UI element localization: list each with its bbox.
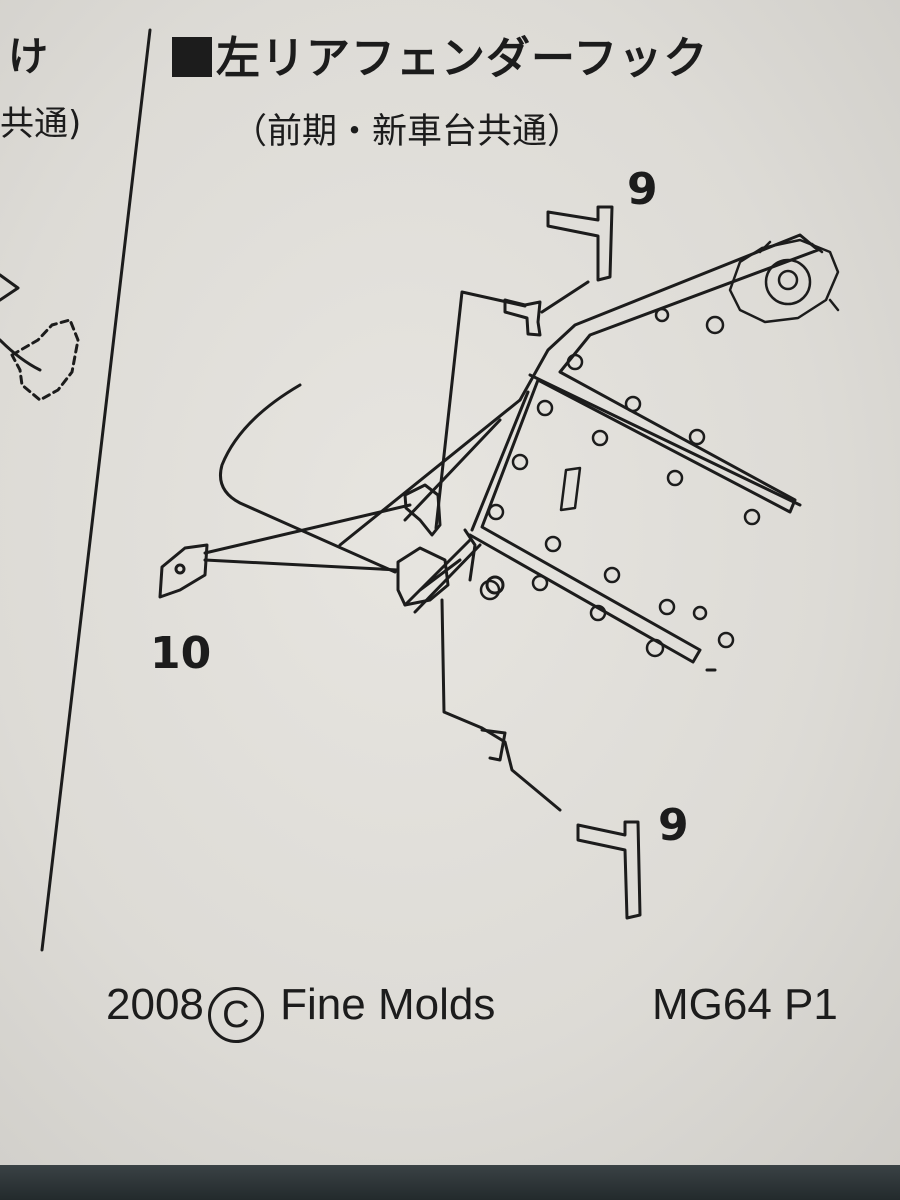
- section-title: 左リアフェンダーフック: [172, 22, 708, 86]
- brand-name: Fine Molds: [280, 980, 496, 1029]
- previous-section-title: け: [8, 34, 48, 80]
- part-number-9-bottom: 9: [658, 800, 689, 851]
- fender-panel-outline: [468, 233, 820, 664]
- section-title-text: 左リアフェンダーフック: [216, 33, 709, 84]
- top-hook-mount: [503, 298, 542, 337]
- instruction-sheet: け 共通) 左リアフェンダーフック （前期・新車台共通）: [0, 0, 900, 1165]
- copyright-year: 2008: [106, 980, 204, 1029]
- top-hook-part: [546, 205, 614, 282]
- part-number-10: 10: [150, 628, 212, 679]
- bottom-hook-part: [576, 820, 642, 920]
- bracket-plate-part: [158, 543, 209, 599]
- section-subtitle: （前期・新車台共通）: [232, 112, 583, 152]
- sheet-part-code: MG64 P1: [652, 980, 838, 1029]
- previous-section-subtitle: 共通): [0, 104, 82, 144]
- diagonal-strut: [338, 398, 522, 547]
- bottom-hook-mount: [480, 728, 507, 762]
- panel-bolt-holes: [479, 307, 761, 658]
- panel-stamp-mark: [559, 466, 582, 512]
- cable-curve: [219, 383, 397, 574]
- part-number-9-top: 9: [627, 164, 658, 215]
- copyright-icon: C: [207, 987, 264, 1043]
- diagonal-strut-2: [403, 418, 502, 522]
- table-background: [0, 1165, 900, 1200]
- fender-panel-inner-edge: [528, 373, 802, 507]
- section-divider: [40, 28, 152, 952]
- previous-part-outline: [10, 318, 80, 402]
- spring-housing: [728, 238, 840, 324]
- fender-panel-left-edge: [470, 390, 530, 532]
- assembly-drawing: [0, 28, 840, 952]
- bracket-leader-lower: [203, 558, 400, 572]
- bracket-leader-frame: [434, 290, 527, 530]
- top-hook-leader: [540, 280, 590, 314]
- previous-arrow-line: [0, 338, 42, 372]
- bracket-leader-upper: [203, 503, 412, 555]
- previous-arrow-icon: [0, 273, 20, 302]
- square-bullet-icon: [172, 37, 212, 77]
- hinge-assembly: [396, 483, 505, 614]
- bottom-hook-leader: [440, 598, 562, 812]
